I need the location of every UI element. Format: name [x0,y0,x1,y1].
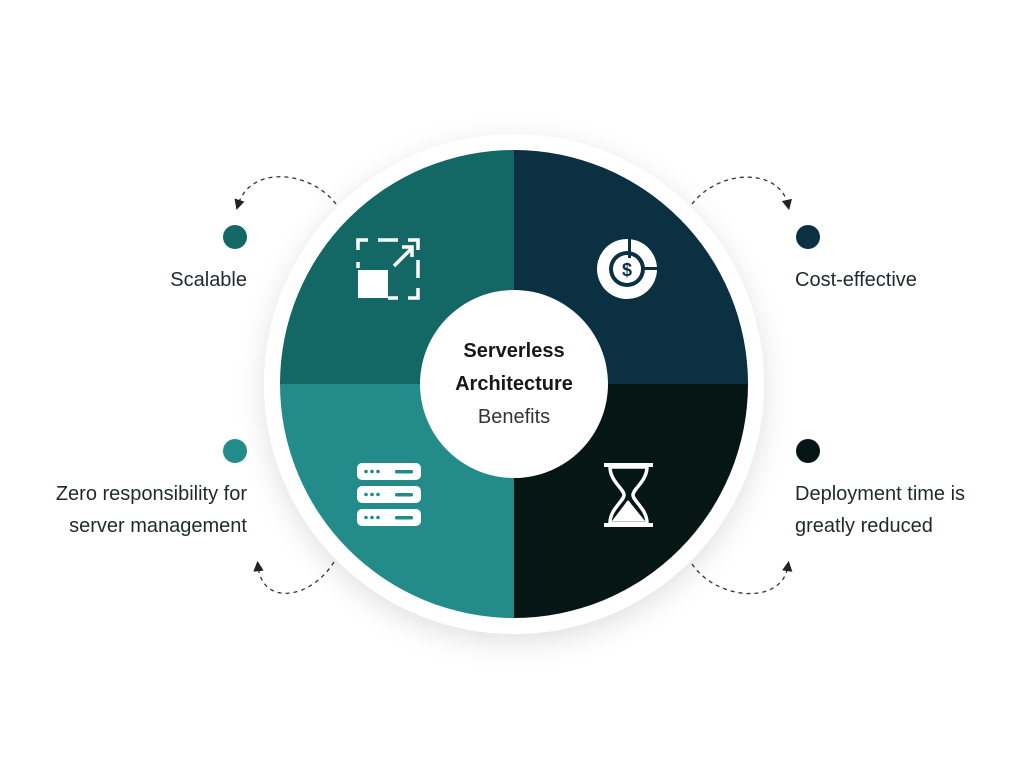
label-deployment: Deployment time is greatly reduced [795,478,965,542]
label-line: greatly reduced [795,515,933,537]
center-circle [420,290,608,478]
label-line: Zero responsibility for [55,483,247,505]
arrow-bottom-right [691,560,793,595]
arrow-bottom-left [253,560,335,594]
bullet-zero-responsibility [223,439,247,463]
label-line: Deployment time is [795,483,966,505]
bullet-scalable [223,225,247,249]
center-line1: Serverless [463,339,565,362]
svg-text:$: $ [622,260,632,280]
dollar-chart-icon: $ [597,238,662,299]
label-zero-responsibility: Zero responsibility for server managemen… [56,478,247,542]
bullet-cost-effective [796,225,820,249]
server-icon [357,463,421,526]
label-scalable: Scalable [170,269,247,291]
label-cost-effective: Cost-effective [795,269,917,291]
bullet-deployment [796,439,820,463]
label-line: server management [69,515,247,537]
arrow-top-right [691,176,792,211]
arrow-top-left [234,176,337,210]
hourglass-icon [604,463,653,527]
resize-icon [356,238,420,300]
center-title: Serverless Architecture Benefits [420,290,608,478]
center-line2: Architecture [455,372,573,395]
center-line3: Benefits [477,405,551,428]
